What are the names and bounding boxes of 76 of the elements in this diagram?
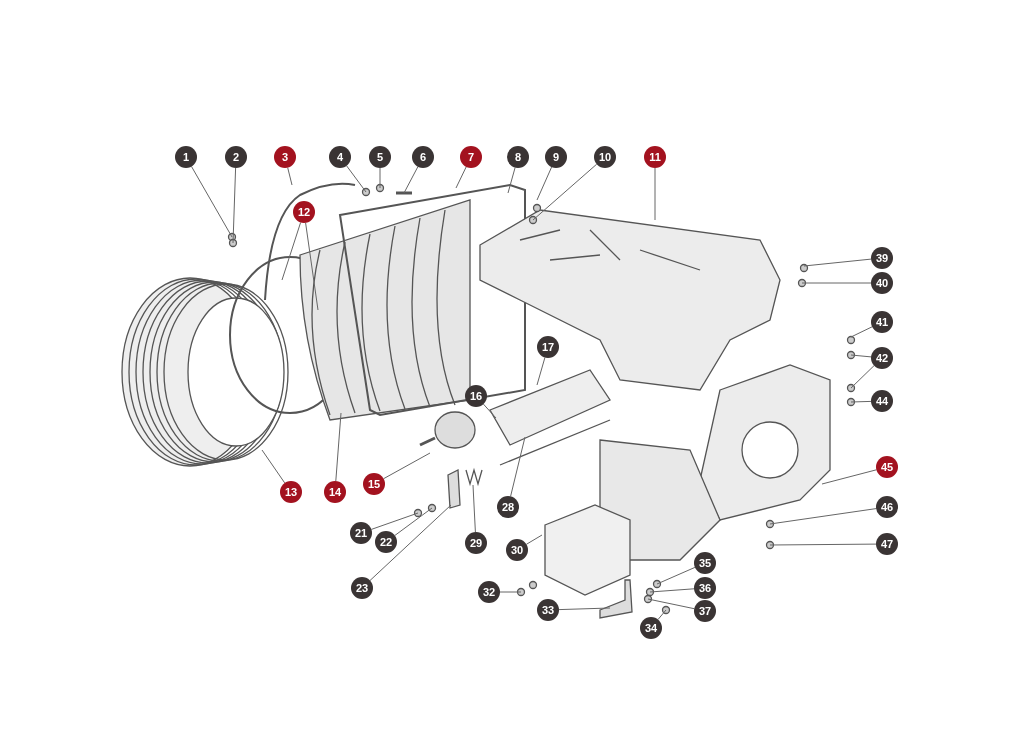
leader-line xyxy=(647,598,695,610)
leader-line xyxy=(507,167,516,194)
callout-number: 40 xyxy=(871,272,893,294)
callout-number: 33 xyxy=(537,599,559,621)
leader-line xyxy=(801,282,872,284)
leader-line xyxy=(657,609,667,620)
leader-line xyxy=(287,167,293,186)
leader-line xyxy=(850,354,872,358)
callout-number: 4 xyxy=(329,146,351,168)
leader-line xyxy=(850,400,872,403)
callout-number: 47 xyxy=(876,533,898,555)
callout-number: 42 xyxy=(871,347,893,369)
callout-number: 8 xyxy=(507,146,529,168)
callout-number: 30 xyxy=(506,539,528,561)
leader-line xyxy=(335,412,342,482)
leader-line xyxy=(803,258,872,267)
callout-number: 41 xyxy=(871,311,893,333)
callout-number: 23 xyxy=(351,577,373,599)
callout-number: 3 xyxy=(274,146,296,168)
callout-number: 7 xyxy=(460,146,482,168)
leader-line xyxy=(649,588,695,593)
callout-number: 28 xyxy=(497,496,519,518)
callout-number: 12 xyxy=(293,201,315,223)
callout-number: 37 xyxy=(694,600,716,622)
callout-number: 14 xyxy=(324,481,346,503)
leader-line xyxy=(394,507,433,536)
callout-number: 2 xyxy=(225,146,247,168)
leader-line xyxy=(510,436,526,497)
leader-line xyxy=(281,222,302,281)
callout-number: 13 xyxy=(280,481,302,503)
leader-line xyxy=(821,469,877,485)
leader-line xyxy=(525,534,543,545)
callout-number: 17 xyxy=(537,336,559,358)
callout-number: 11 xyxy=(644,146,666,168)
leader-line xyxy=(532,163,598,221)
leader-line xyxy=(472,484,476,533)
callout-number: 5 xyxy=(369,146,391,168)
leader-line xyxy=(379,167,381,189)
leader-line xyxy=(558,607,611,611)
callout-number: 9 xyxy=(545,146,567,168)
leader-line xyxy=(261,449,286,484)
callout-number: 35 xyxy=(694,552,716,574)
callout-number: 34 xyxy=(640,617,662,639)
leader-line xyxy=(369,504,452,581)
leader-line xyxy=(346,165,367,193)
callout-number: 36 xyxy=(694,577,716,599)
callout-number: 1 xyxy=(175,146,197,168)
leader-line xyxy=(536,166,553,201)
leader-line xyxy=(482,403,497,419)
callout-number: 29 xyxy=(465,532,487,554)
leader-line xyxy=(499,591,522,593)
leader-line xyxy=(769,543,877,546)
leader-line xyxy=(656,566,696,585)
callout-number: 39 xyxy=(871,247,893,269)
leader-line xyxy=(654,167,656,221)
leader-line xyxy=(383,452,431,480)
leader-line xyxy=(232,167,237,244)
leader-line xyxy=(305,222,319,311)
leader-line xyxy=(769,508,877,525)
callout-number: 45 xyxy=(876,456,898,478)
callout-number: 44 xyxy=(871,390,893,412)
leader-line xyxy=(191,166,233,238)
callout-number: 6 xyxy=(412,146,434,168)
callout-number: 22 xyxy=(375,531,397,553)
callout-number: 10 xyxy=(594,146,616,168)
callout-number: 21 xyxy=(350,522,372,544)
callout-number: 16 xyxy=(465,385,487,407)
leader-line xyxy=(455,166,467,189)
callout-number: 32 xyxy=(478,581,500,603)
leader-line xyxy=(850,365,875,389)
leader-line xyxy=(403,166,419,194)
leader-line xyxy=(370,512,419,530)
leader-line xyxy=(536,357,546,386)
callout-number: 15 xyxy=(363,473,385,495)
leader-line xyxy=(850,326,873,338)
callout-number: 46 xyxy=(876,496,898,518)
